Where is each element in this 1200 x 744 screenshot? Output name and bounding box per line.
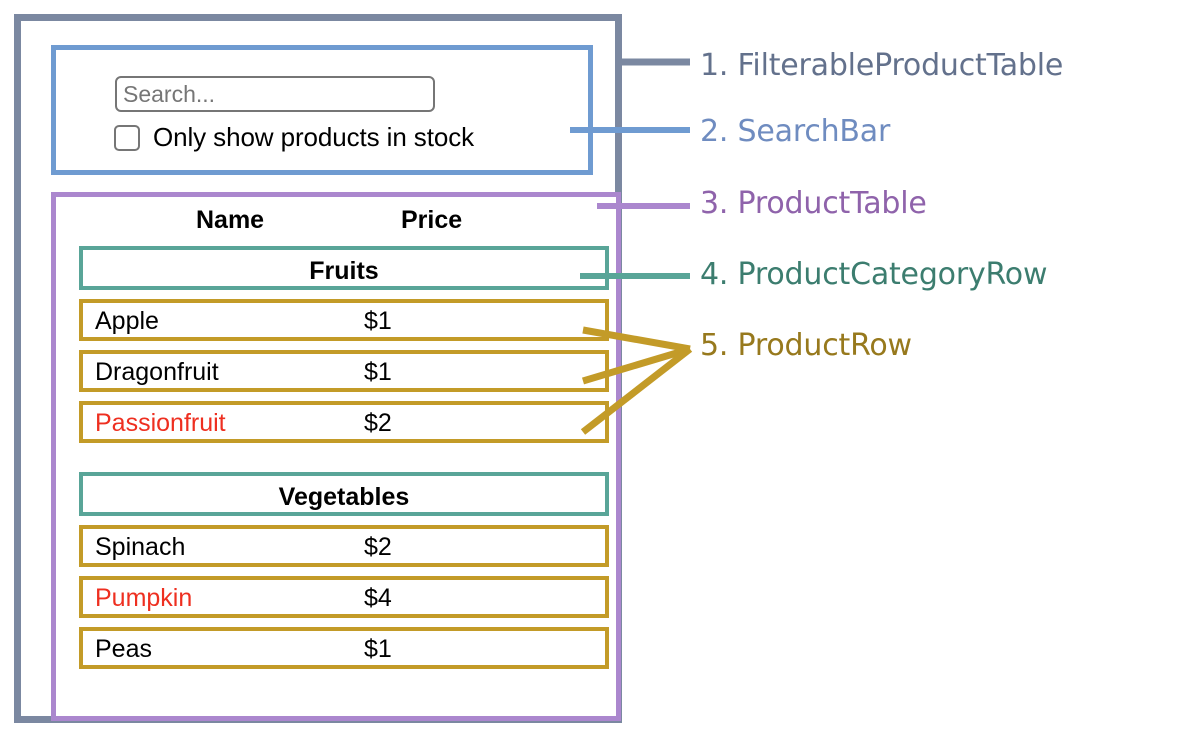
product-category-label: Fruits	[309, 257, 379, 285]
column-header-name: Name	[196, 206, 265, 234]
search-input[interactable]	[115, 76, 435, 112]
product-name-cell: Pumpkin	[95, 584, 193, 612]
product-price-cell: $2	[364, 409, 392, 437]
product-category-label: Vegetables	[278, 483, 410, 511]
product-row: Pumpkin $4	[79, 576, 609, 618]
stock-filter-row[interactable]: Only show products in stock	[114, 122, 474, 153]
product-price-cell: $1	[364, 307, 392, 335]
product-row: Spinach $2	[79, 525, 609, 567]
product-name-cell: Passionfruit	[95, 409, 226, 437]
product-price-cell: $4	[364, 584, 392, 612]
product-table-header-row: Name Price	[56, 197, 616, 246]
callout-label-filterable-product-table: 1. FilterableProductTable	[700, 48, 1064, 83]
product-row: Dragonfruit $1	[79, 350, 609, 392]
product-row: Peas $1	[79, 627, 609, 669]
callout-label-search-bar: 2. SearchBar	[700, 114, 891, 149]
product-row: Apple $1	[79, 299, 609, 341]
product-category-row: Fruits	[79, 246, 609, 290]
callout-label-product-table: 3. ProductTable	[700, 186, 927, 221]
callout-label-product-row: 5. ProductRow	[700, 328, 912, 363]
product-row: Passionfruit $2	[79, 401, 609, 443]
product-price-cell: $1	[364, 358, 392, 386]
product-name-cell: Apple	[95, 307, 159, 335]
product-name-cell: Peas	[95, 635, 152, 663]
filterable-product-table-container: Only show products in stock Name Price F…	[14, 14, 622, 723]
callout-label-product-category-row: 4. ProductCategoryRow	[700, 257, 1048, 292]
product-name-cell: Dragonfruit	[95, 358, 219, 386]
product-price-cell: $1	[364, 635, 392, 663]
only-in-stock-label: Only show products in stock	[153, 122, 474, 152]
product-name-cell: Spinach	[95, 533, 186, 561]
column-header-price: Price	[401, 206, 463, 234]
product-price-cell: $2	[364, 533, 392, 561]
only-in-stock-checkbox[interactable]	[114, 124, 140, 151]
product-category-row: Vegetables	[79, 472, 609, 516]
search-bar-container: Only show products in stock	[51, 45, 593, 175]
